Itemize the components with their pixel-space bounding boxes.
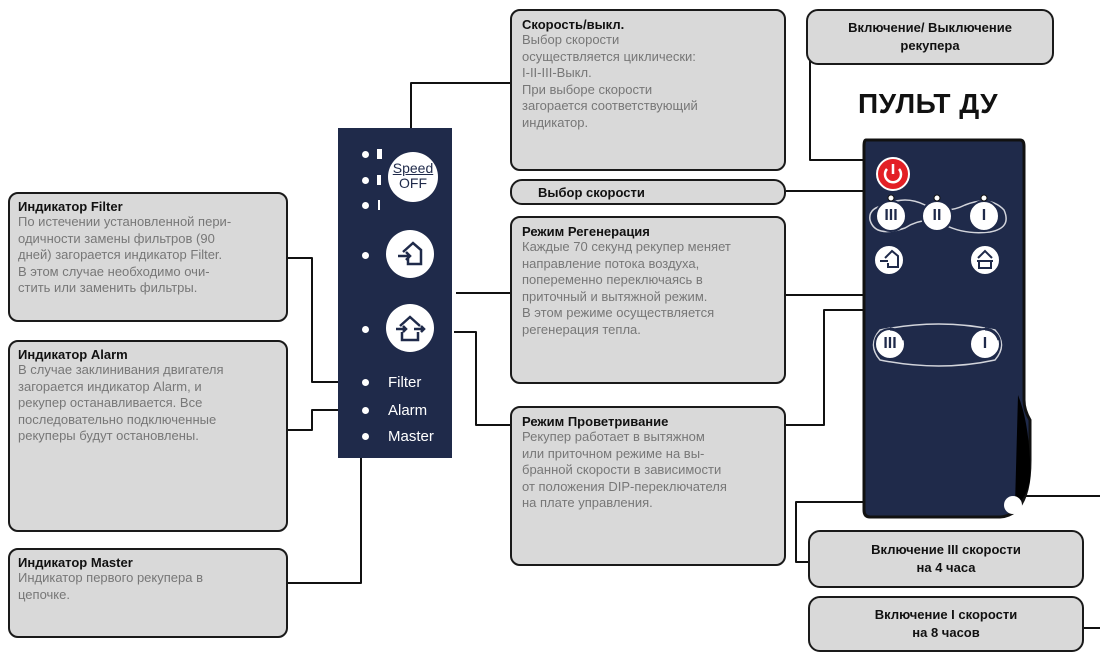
vent-box-title: Режим Проветривание xyxy=(522,414,669,429)
speed-box: Скорость/выкл. Выбор скорости осуществля… xyxy=(510,9,786,171)
remote-timer3-button[interactable] xyxy=(874,327,906,360)
speed-box-desc: Выбор скорости осуществляется циклически… xyxy=(522,32,698,130)
remote-power-button[interactable] xyxy=(876,157,910,191)
line-speed xyxy=(410,82,510,148)
regen-box-desc: Каждые 70 секунд рекупер меняет направле… xyxy=(522,239,731,337)
power-pill-label: Включение/ Выключение рекупера xyxy=(848,20,1012,53)
power-pill: Включение/ Выключение рекупера xyxy=(806,9,1054,65)
vent-box-desc: Рекупер работает в вытяжном или приточно… xyxy=(522,429,727,510)
vent-box: Режим Проветривание Рекупер работает в в… xyxy=(510,406,786,566)
speed-mark-3 xyxy=(377,149,382,159)
line-filter xyxy=(288,257,362,383)
filter-box-desc: По истечении установленной пери- одичнос… xyxy=(18,214,232,295)
remote-title: ПУЛЬТ ДУ xyxy=(858,88,999,119)
vent-mode-button[interactable] xyxy=(386,304,434,352)
master-indicator-label: Master xyxy=(388,428,434,445)
speed-label: Speed xyxy=(392,160,434,176)
alarm-indicator-label: Alarm xyxy=(388,402,428,419)
off-label: OFF xyxy=(399,175,427,191)
speed-off-button[interactable]: Speed OFF xyxy=(388,152,438,202)
speed-box-title: Скорость/выкл. xyxy=(522,17,625,32)
regen-box-title: Режим Регенерация xyxy=(522,224,650,239)
master-box-title: Индикатор Master xyxy=(18,555,133,570)
remote-timer1-button[interactable] xyxy=(969,327,1001,360)
line-vent xyxy=(454,331,510,426)
vent-indicator xyxy=(362,326,369,333)
remote-timer1-label: I xyxy=(982,335,988,352)
speed-indicator-3 xyxy=(362,151,369,158)
speed-mark-2 xyxy=(377,175,381,185)
speed1-pill: Включение I скорости на 8 часов xyxy=(808,596,1084,652)
speed1-pill-label: Включение I скорости на 8 часов xyxy=(874,607,1018,640)
remote-vent-button[interactable] xyxy=(969,244,1001,276)
remote-speed3-label: III xyxy=(884,207,898,224)
alarm-box: Индикатор Alarm В случае заклинивания дв… xyxy=(8,340,288,532)
speed3-pill-label: Включение III скорости на 4 часа xyxy=(871,542,1021,575)
speed3-pill: Включение III скорости на 4 часа xyxy=(808,530,1084,588)
alarm-box-title: Индикатор Alarm xyxy=(18,347,128,362)
line-master xyxy=(288,456,362,584)
speed-select-label: Выбор скорости xyxy=(538,184,645,200)
remote-regen-button[interactable] xyxy=(873,244,905,276)
regen-indicator xyxy=(362,252,369,259)
filter-box: Индикатор Filter По истечении установлен… xyxy=(8,192,288,322)
filter-dot xyxy=(362,379,369,386)
remote-speed2-label: II xyxy=(932,207,942,224)
master-box: Индикатор Master Индикатор первого рекуп… xyxy=(8,548,288,638)
speed-mark-1 xyxy=(378,200,380,210)
filter-indicator-label: Filter xyxy=(388,374,422,391)
speed-indicator-1 xyxy=(362,202,369,209)
master-box-desc: Индикатор первого рекупера в цепочке. xyxy=(18,570,203,602)
remote-speed2-button[interactable] xyxy=(921,194,953,232)
regen-box: Режим Регенерация Каждые 70 секунд рекуп… xyxy=(510,216,786,384)
remote-speed3-button[interactable] xyxy=(875,194,907,232)
speed-select-pill: Выбор скорости xyxy=(510,179,786,205)
remote-timer3-label: III xyxy=(883,335,897,352)
regen-mode-button[interactable] xyxy=(386,230,434,278)
master-dot xyxy=(362,433,369,440)
vent-mode-icon xyxy=(396,315,426,342)
alarm-dot xyxy=(362,407,369,414)
speed-indicator-2 xyxy=(362,177,369,184)
filter-box-title: Индикатор Filter xyxy=(18,199,123,214)
line-alarm xyxy=(288,409,362,431)
alarm-box-desc: В случае заклинивания двигателя загорает… xyxy=(18,362,224,443)
remote-speed1-button[interactable] xyxy=(968,194,1000,232)
regen-mode-icon xyxy=(398,241,423,266)
remote-speed1-label: I xyxy=(981,207,987,224)
control-panel: Speed OFF Filter Alarm Master xyxy=(338,128,452,458)
line-power xyxy=(809,60,873,161)
